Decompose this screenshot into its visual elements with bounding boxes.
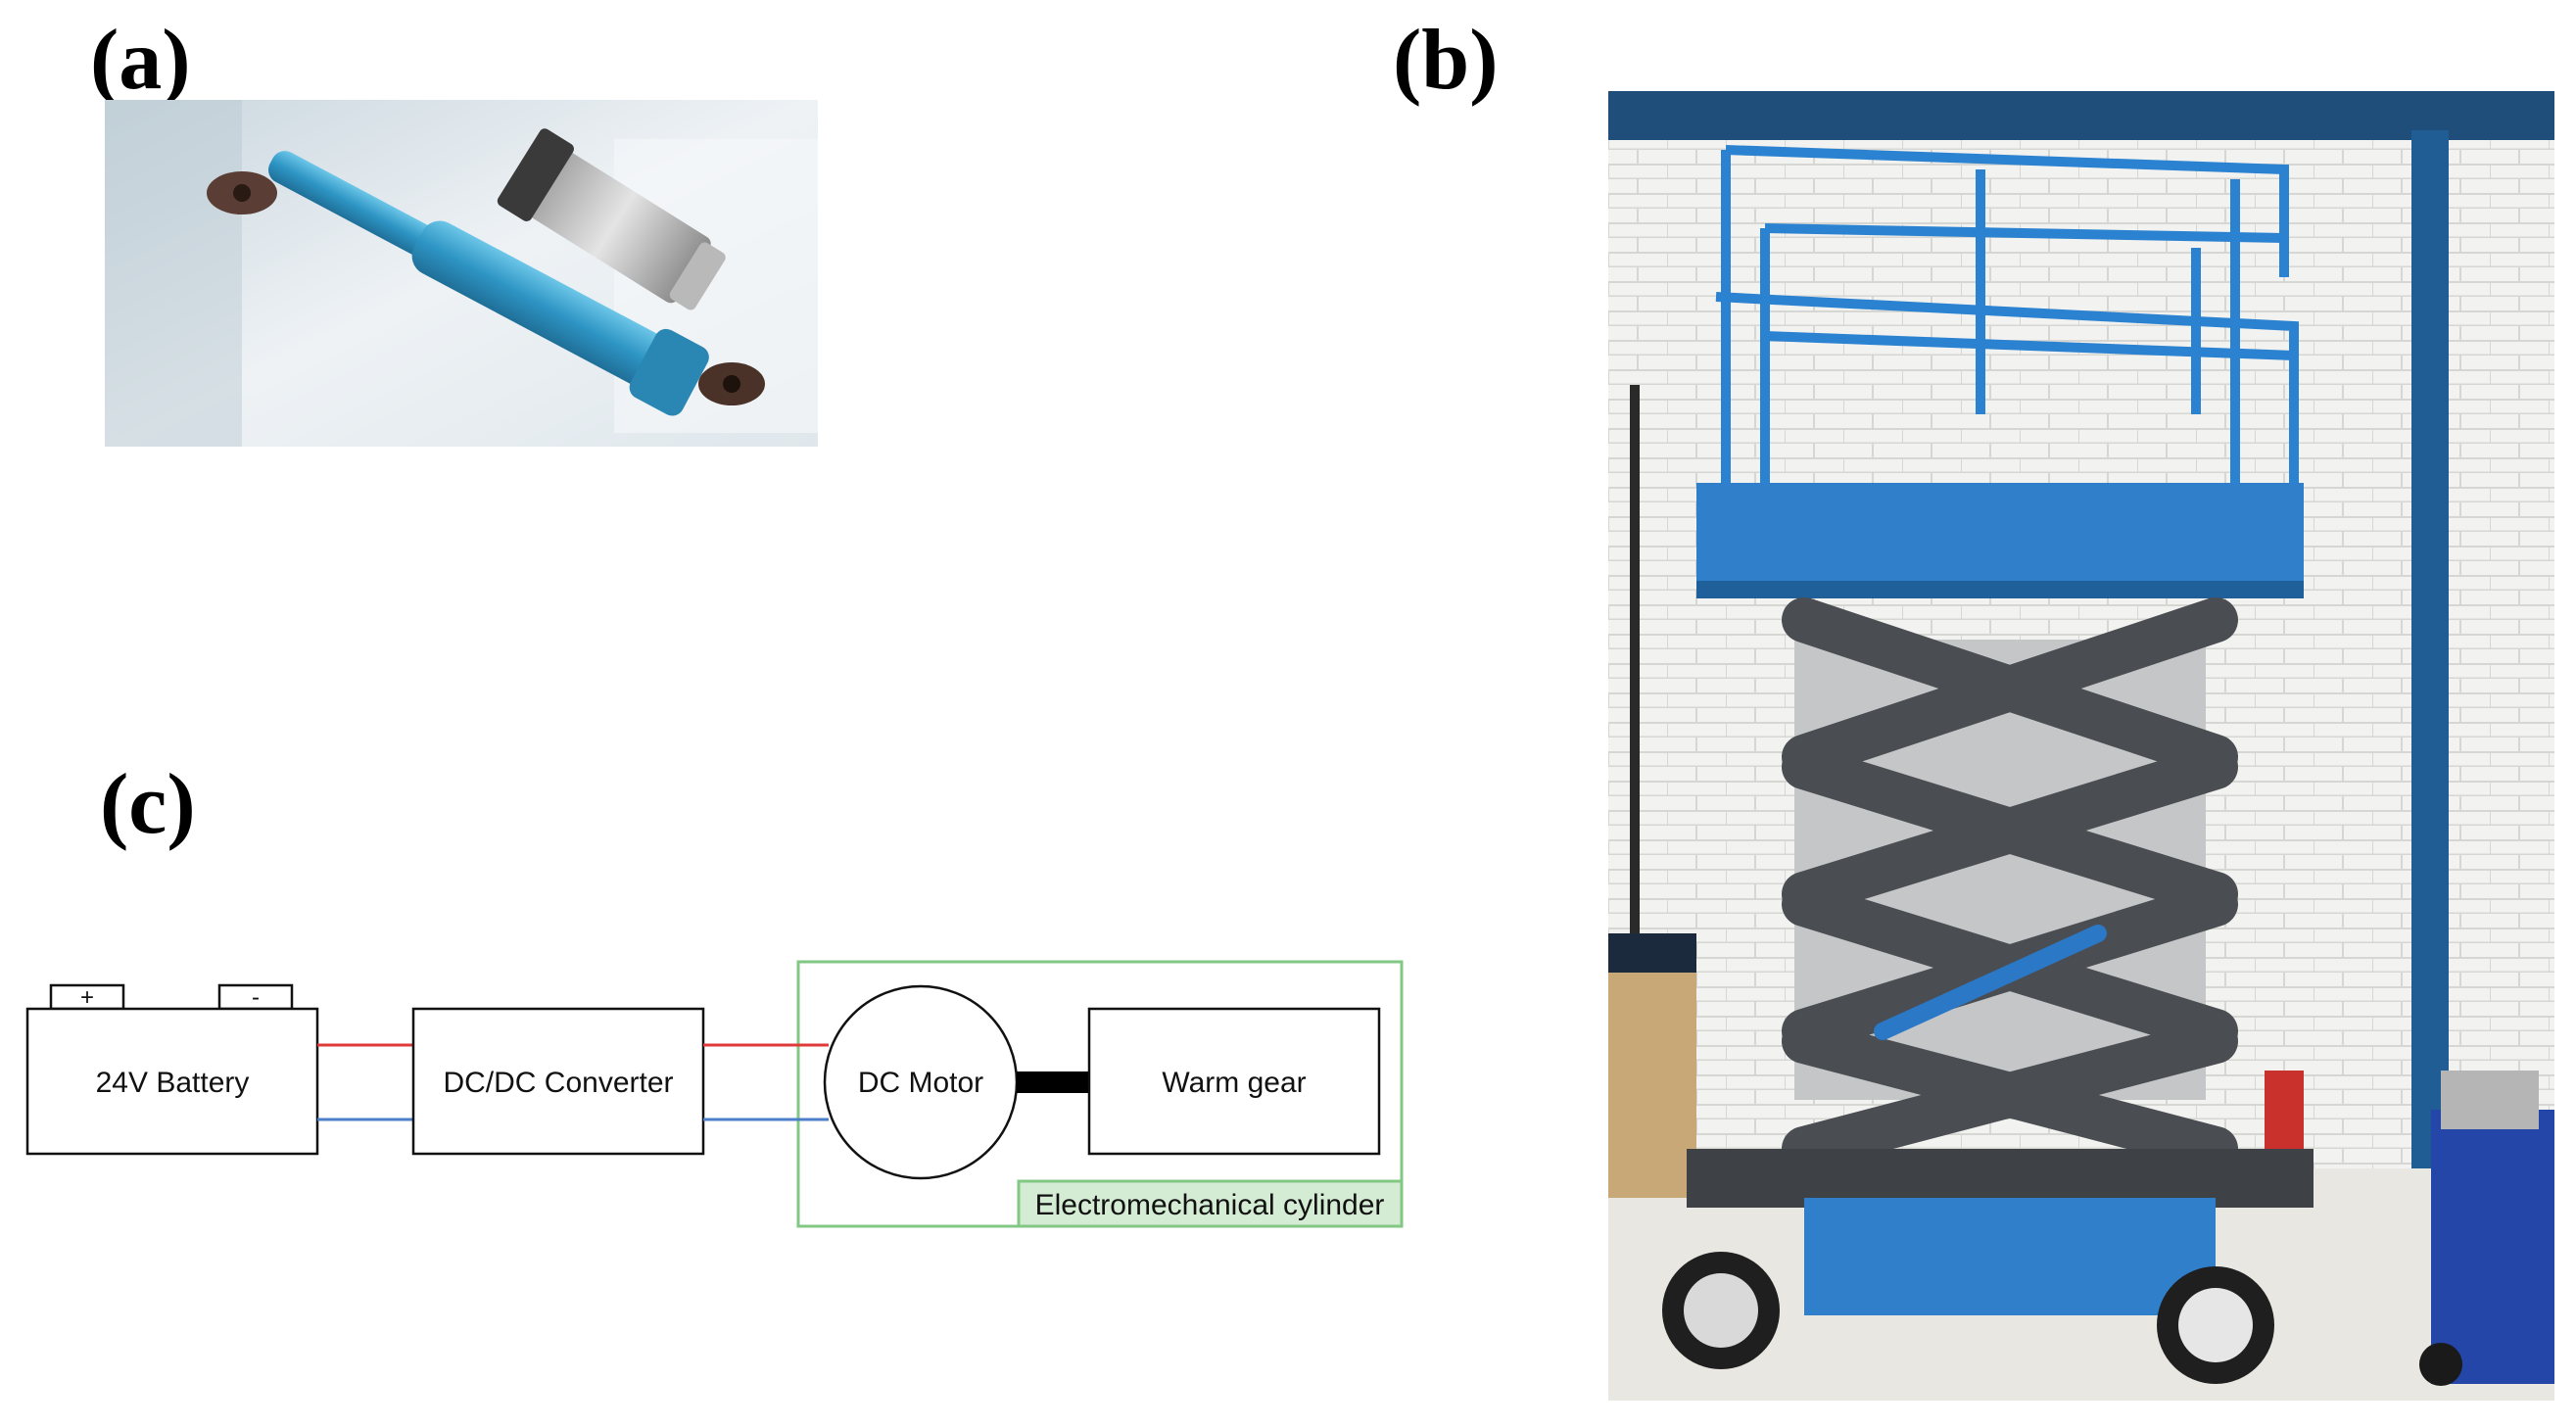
- dcdc-converter-block: [411, 1007, 705, 1156]
- panel-c-label: (c): [100, 757, 196, 852]
- battery-minus-terminal: [217, 983, 294, 1011]
- actuator-illustration: [105, 100, 818, 447]
- battery-label: 24V Battery: [96, 1067, 250, 1099]
- lift-actuator: [1874, 925, 2107, 1040]
- battery-plus-label: +: [80, 984, 94, 1011]
- battery-minus-label: -: [252, 984, 260, 1011]
- gear-block: [1087, 1007, 1381, 1156]
- lift-base-battery-box: [1804, 1198, 2216, 1315]
- scissor-lift-photo: [1608, 91, 2554, 1401]
- electromechanical-cylinder-label: Electromechanical cylinder: [1035, 1189, 1385, 1221]
- platform-deck: [1696, 483, 2304, 591]
- panel-b-label: (b): [1393, 13, 1499, 108]
- powertrain-block-diagram: Electromechanical cylinder + - 24V Batte…: [25, 960, 1404, 1228]
- dcdc-converter-label: DC/DC Converter: [443, 1067, 673, 1099]
- motor-shaft: [1017, 1071, 1089, 1093]
- dc-motor-label: DC Motor: [858, 1067, 983, 1099]
- gear-label: Warm gear: [1162, 1067, 1306, 1099]
- scissor-lift-illustration: [1608, 91, 2554, 1401]
- platform-railing: [1715, 145, 2299, 493]
- panel-a-label: (a): [90, 13, 191, 108]
- battery-plus-terminal: [49, 983, 125, 1011]
- electromechanical-cylinder-label-box: [1017, 1179, 1404, 1228]
- actuator-photo: [105, 100, 818, 447]
- battery-block: [25, 1007, 319, 1156]
